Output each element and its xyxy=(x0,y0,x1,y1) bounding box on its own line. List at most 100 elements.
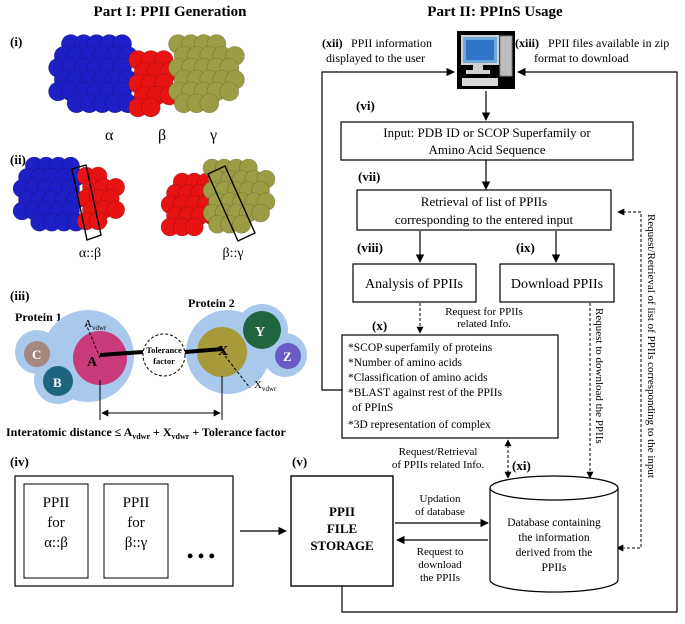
label-ii: (ii) xyxy=(10,152,26,167)
atom-b xyxy=(43,366,73,396)
bond-tolerance-x xyxy=(184,347,223,354)
request-download-vertical: Request to download the PPIIs xyxy=(593,308,605,444)
arrow-storage-to-computer xyxy=(341,67,678,613)
storage-line1: PPII xyxy=(329,504,355,519)
ab-label: α::β xyxy=(79,246,101,261)
ppii-box-bg-line1: PPII xyxy=(123,495,150,511)
retrieval-box xyxy=(356,189,612,231)
retrieval-line2: corresponding to the entered input xyxy=(395,212,574,227)
arrow-retrieval-database-loop xyxy=(616,208,642,552)
req-download-line3: the PPIIs xyxy=(420,572,460,584)
atom-sphere xyxy=(185,217,204,237)
part2-title: Part II: PPInS Usage xyxy=(427,4,563,20)
label-vi: (vi) xyxy=(356,98,375,113)
label-viii: (viii) xyxy=(357,240,383,255)
download-label: Download PPIIs xyxy=(511,277,603,292)
download-box xyxy=(499,263,615,303)
atom-c xyxy=(24,341,50,367)
analysis-label: Analysis of PPIIs xyxy=(365,277,463,292)
alpha-label: α xyxy=(105,127,114,144)
info-item-1: *SCOP superfamily of proteins xyxy=(348,342,493,354)
computer-icon xyxy=(457,31,515,89)
x-vdwr-label: Xvdwr xyxy=(254,379,277,393)
request-retrieval-vertical: Request/Retrieval of list of PPIIs corre… xyxy=(645,214,657,478)
ppii-box-ab xyxy=(23,483,89,579)
atom-y-label: Y xyxy=(255,325,265,340)
xiii-line1: PPII files available in zip xyxy=(548,36,669,50)
updation-line2: of database xyxy=(415,506,465,518)
tolerance-circle xyxy=(142,333,186,377)
atom-sphere xyxy=(106,200,125,220)
protein-spheres-i xyxy=(48,34,245,118)
storage-line3: STORAGE xyxy=(310,538,373,553)
atom-sphere xyxy=(219,81,240,102)
atom-a-label: A xyxy=(87,355,98,370)
atom-sphere xyxy=(141,97,161,118)
bg-label: β::γ xyxy=(222,246,243,261)
part1-title: Part I: PPII Generation xyxy=(94,4,248,20)
atom-c-label: C xyxy=(32,347,41,362)
label-xi: (xi) xyxy=(512,458,531,473)
info-item-3: *Classification of amino acids xyxy=(348,372,488,384)
ellipsis: • • • xyxy=(187,546,215,566)
atom-sphere xyxy=(251,203,270,223)
database-line1: Database containing xyxy=(507,517,601,529)
a-vdwr-line xyxy=(85,323,101,359)
label-xiii: (xiii) xyxy=(515,36,539,50)
xii-line2: displayed to the user xyxy=(326,51,425,65)
beta-label: β xyxy=(158,127,166,144)
label-v: (v) xyxy=(292,454,307,469)
info-list-box xyxy=(341,334,559,439)
xiii-line2: format to download xyxy=(534,51,629,65)
retrieval-line1: Retrieval of list of PPIIs xyxy=(421,194,547,209)
storage-line2: FILE xyxy=(327,521,357,536)
label-vii: (vii) xyxy=(358,169,380,184)
info-item-5: of PPInS xyxy=(352,402,393,414)
input-box xyxy=(340,121,634,161)
analysis-box xyxy=(352,263,477,303)
protein2-label: Protein 2 xyxy=(188,296,235,310)
tolerance-label-2: factor xyxy=(153,356,175,366)
atom-x-label: X xyxy=(218,344,228,359)
interface-box-ab xyxy=(71,164,102,241)
ppii-box-bg-line3: β::γ xyxy=(125,535,148,551)
req-download-line1: Request to xyxy=(417,546,464,558)
ppii-collection-box xyxy=(14,475,234,587)
ppii-box-bg-line2: for xyxy=(127,515,145,531)
req-retrieval-line1: Request/Retrieval xyxy=(399,446,478,458)
interatomic-formula: Interatomic distance ≤ Avdwr + Xvdwr + T… xyxy=(6,425,286,441)
interface-beta-gamma xyxy=(160,158,276,237)
request-info-line2: related Info. xyxy=(457,318,511,330)
database-line3: derived from the xyxy=(516,547,593,559)
x-vdwr-line xyxy=(221,351,251,389)
label-i: (i) xyxy=(10,34,22,49)
atom-z-label: Z xyxy=(283,349,292,364)
label-x: (x) xyxy=(372,318,387,333)
atom-y xyxy=(243,311,281,349)
database-line2: the information xyxy=(518,532,589,544)
tolerance-label-1: Tolerance xyxy=(146,345,182,355)
arrow-info-to-computer xyxy=(321,67,455,391)
database-line4: PPIIs xyxy=(542,562,567,574)
info-item-2: *Number of amino acids xyxy=(348,357,463,369)
info-item-4: *BLAST against rest of the PPIIs xyxy=(348,387,503,399)
interface-alpha-beta xyxy=(12,156,125,232)
label-ix: (ix) xyxy=(516,240,535,255)
gamma-label: γ xyxy=(209,127,217,144)
updation-line1: Updation xyxy=(420,493,461,505)
xii-line1: PPII information xyxy=(351,36,432,50)
bond-a-tolerance xyxy=(99,350,144,357)
label-iii: (iii) xyxy=(10,288,30,303)
ppii-box-ab-line2: for xyxy=(47,515,65,531)
label-iv: (iv) xyxy=(10,454,29,469)
input-line2: Amino Acid Sequence xyxy=(429,142,546,157)
req-download-line2: download xyxy=(418,559,462,571)
label-xii: (xii) xyxy=(322,36,343,50)
input-line1: Input: PDB ID or SCOP Superfamily or xyxy=(383,125,591,140)
interface-box-bg xyxy=(207,165,256,242)
atom-z xyxy=(275,343,301,369)
ppii-box-bg xyxy=(103,483,169,579)
database-cylinder xyxy=(489,475,619,593)
protein1-label: Protein 1 xyxy=(15,310,62,324)
